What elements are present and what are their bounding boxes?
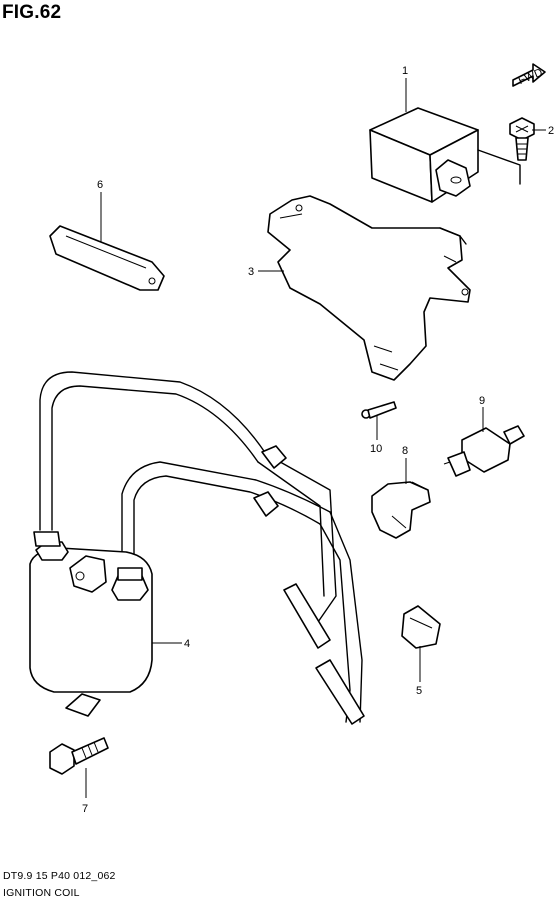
callout-9: 9 xyxy=(479,395,485,407)
bolt-part-7 xyxy=(49,737,109,775)
callout-10: 10 xyxy=(370,443,382,455)
clip-part-5 xyxy=(401,605,441,649)
callout-8: 8 xyxy=(402,445,408,457)
strap-part-6 xyxy=(49,225,165,291)
bolt-part-2 xyxy=(509,117,535,161)
model-code: DT9.9 15 P40 012_062 xyxy=(3,870,116,882)
switch-part-9 xyxy=(443,425,525,477)
fwd-label: FWD xyxy=(517,67,545,88)
ignition-coil-part-4 xyxy=(29,371,365,725)
callout-1: 1 xyxy=(402,65,408,77)
callout-5: 5 xyxy=(416,685,422,697)
callout-3: 3 xyxy=(248,266,254,278)
fwd-arrow-icon: FWD xyxy=(512,63,546,88)
bracket-part-3 xyxy=(267,195,471,381)
callout-7: 7 xyxy=(82,803,88,815)
cap-connector-part-8 xyxy=(371,481,431,539)
callout-6: 6 xyxy=(97,179,103,191)
figure-title: FIG.62 xyxy=(2,2,62,23)
callout-2: 2 xyxy=(548,125,554,137)
pin-part-10 xyxy=(361,401,397,419)
callout-4: 4 xyxy=(184,638,190,650)
cdi-unit-part xyxy=(369,107,521,203)
figure-caption: IGNITION COIL xyxy=(3,887,80,899)
